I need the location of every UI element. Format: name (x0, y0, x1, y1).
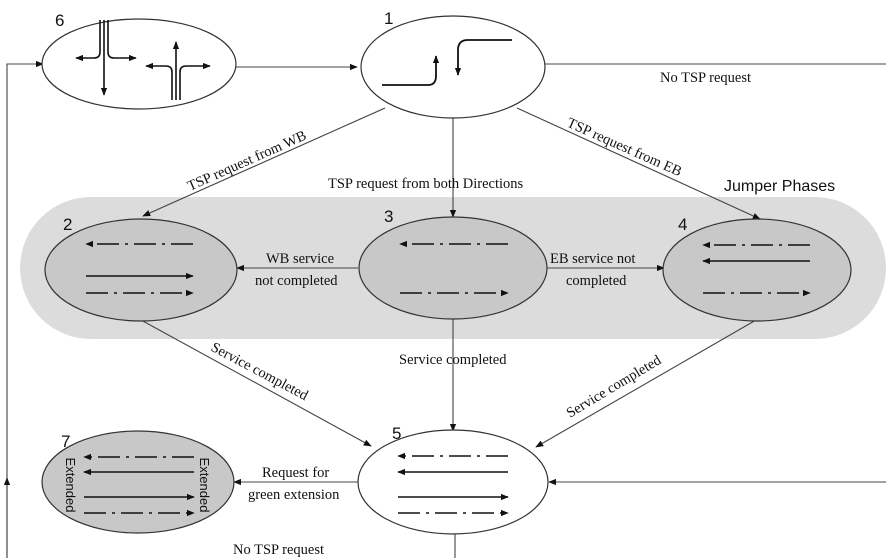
label-eb-not-completed-1: EB service not (550, 251, 635, 267)
label-no-tsp-top: No TSP request (660, 70, 751, 86)
node-1: 1 (360, 9, 546, 119)
node-2: 2 (44, 215, 238, 322)
label-service-completed-mid: Service completed (399, 352, 507, 368)
node-4: 4 (662, 215, 852, 322)
label-service-completed-left: Service completed (208, 339, 311, 404)
movement-icons-left-turn (75, 20, 211, 100)
node-5: 5 (357, 424, 549, 535)
node-5-number: 5 (392, 424, 401, 443)
node-6-number: 6 (55, 11, 64, 30)
node-7: 7 Extended Extended (41, 430, 235, 534)
label-green-extension-2: green extension (248, 487, 340, 503)
node-1-number: 1 (384, 9, 393, 28)
node-7-extended-right: Extended (197, 458, 212, 513)
edge-4-to-5 (535, 319, 757, 448)
label-tsp-eb: TSP request from EB (564, 115, 684, 180)
node-2-number: 2 (63, 215, 72, 234)
label-tsp-wb: TSP request from WB (185, 128, 309, 195)
edge-1-to-2 (142, 107, 386, 217)
label-wb-not-completed-2: not completed (255, 273, 338, 289)
node-3-number: 3 (384, 207, 393, 226)
node-4-number: 4 (678, 215, 687, 234)
label-service-completed-right: Service completed (564, 352, 665, 421)
label-wb-not-completed-1: WB service (266, 251, 334, 267)
node-7-extended-left: Extended (63, 458, 78, 513)
edge-2-to-5 (140, 319, 372, 447)
label-no-tsp-bottom: No TSP request (233, 542, 324, 558)
node-7-number: 7 (61, 432, 70, 451)
left-turn-movements-icon (382, 39, 512, 86)
jumper-phases-title: Jumper Phases (724, 178, 835, 195)
node-6: 6 (41, 11, 237, 110)
label-eb-not-completed-2: completed (566, 273, 627, 289)
label-tsp-both: TSP request from both Directions (328, 176, 524, 192)
edge-1-to-4 (516, 107, 761, 220)
label-green-extension-1: Request for (262, 465, 329, 481)
node-3: 3 (358, 207, 548, 320)
